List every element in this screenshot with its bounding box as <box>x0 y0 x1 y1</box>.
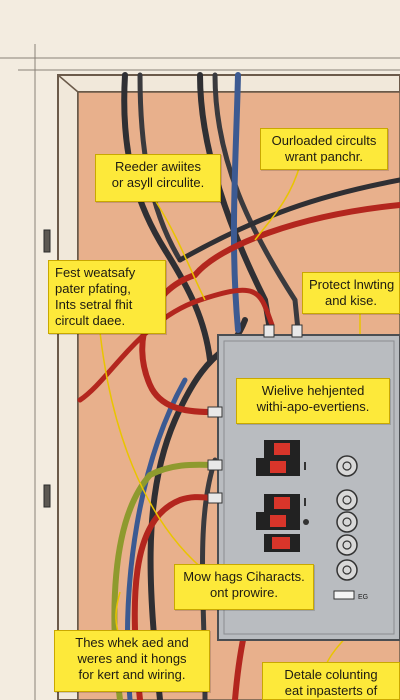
dial-knob-icon[interactable] <box>336 511 358 533</box>
wire-black <box>197 72 273 333</box>
callout-overloaded-circuits: Ourloaded circults wrant panchr. <box>260 128 388 170</box>
dial-knob-icon[interactable] <box>336 455 358 477</box>
callout-safety-test: Fest weatsafy pater pfating, Ints setral… <box>48 260 166 334</box>
dial-knob-icon[interactable] <box>336 559 358 581</box>
callout-breaker-note: Mow hags Ciharacts. ont prowire. <box>174 564 314 610</box>
connector-icon <box>207 459 223 471</box>
dial-column <box>336 455 358 581</box>
wire-black <box>177 177 400 263</box>
callout-wiring-note: Thes whek aed and weres and it hongs for… <box>54 630 210 692</box>
connector-icon <box>263 324 275 338</box>
dial-knob-icon[interactable] <box>336 534 358 556</box>
wire-blue <box>230 72 241 333</box>
callout-panel-note: Wielive hehjented withi-apo-evertiens. <box>236 378 390 424</box>
callout-detail-note: Detale colunting eat inpasterts of <box>262 662 400 700</box>
dial-knob-icon[interactable] <box>336 489 358 511</box>
wire-black <box>121 72 213 363</box>
panel-label-plate <box>333 590 355 600</box>
callout-feeder-wires: Reeder awiites or asyll circulite. <box>95 154 221 202</box>
panel-label: EG <box>358 594 368 601</box>
connector-icon <box>207 406 223 418</box>
wire-black <box>212 72 301 333</box>
connector-icon <box>207 492 223 504</box>
wall-bracket-icon <box>43 229 51 253</box>
breaker-column <box>256 440 309 552</box>
wall-bracket-icon <box>43 484 51 508</box>
connector-icon <box>291 324 303 338</box>
callout-protect: Protect lnwting and kise. <box>302 272 400 314</box>
